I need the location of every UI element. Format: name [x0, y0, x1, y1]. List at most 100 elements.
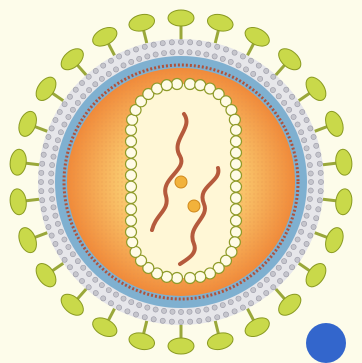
lipid-head-inner — [137, 303, 142, 308]
lipid-head-inner — [204, 52, 209, 57]
lipid-head-outer — [169, 319, 174, 324]
capsid-bead — [126, 181, 137, 192]
lipid-head-outer — [133, 312, 138, 317]
lipid-head-inner — [137, 56, 142, 61]
lipid-head-outer — [317, 161, 322, 166]
glycoprotein-head — [206, 330, 235, 352]
lipid-head-inner — [295, 237, 300, 242]
lipid-head-inner — [58, 229, 63, 234]
lipid-head-outer — [316, 207, 321, 212]
capsid-bead — [185, 273, 196, 284]
lipid-head-inner — [302, 221, 307, 226]
lipid-head-outer — [151, 317, 156, 322]
capsid-bead — [126, 170, 137, 181]
glycoprotein-head — [168, 10, 194, 26]
lipid-head-inner — [291, 114, 296, 119]
glycoprotein-head — [168, 338, 194, 354]
lipid-head-outer — [289, 94, 294, 99]
glycoprotein-head — [206, 12, 235, 34]
lipid-head-outer — [67, 265, 72, 270]
lipid-head-inner — [299, 130, 304, 135]
lipid-head-inner — [129, 59, 134, 64]
glycoprotein-head — [322, 225, 346, 255]
lipid-head-inner — [251, 71, 256, 76]
lipid-head-outer — [108, 301, 113, 306]
lipid-head-outer — [317, 198, 322, 203]
lipid-head-inner — [58, 130, 63, 135]
lipid-head-outer — [308, 233, 313, 238]
lipid-head-inner — [75, 100, 80, 105]
lipid-head-inner — [113, 292, 118, 297]
lipid-head-outer — [41, 152, 46, 157]
lipid-head-outer — [314, 143, 319, 148]
lipid-head-inner — [53, 213, 58, 218]
glycoprotein-head — [302, 260, 330, 290]
lipid-head-inner — [55, 138, 60, 143]
lipid-head-outer — [142, 315, 147, 320]
lipid-head-inner — [50, 196, 55, 201]
lipid-head-outer — [40, 198, 45, 203]
lipid-head-inner — [264, 82, 269, 87]
lipid-head-inner — [243, 292, 248, 297]
lipid-head-inner — [81, 94, 86, 99]
lipid-head-inner — [93, 277, 98, 282]
lipid-head-inner — [304, 213, 309, 218]
capsid-bead — [229, 114, 240, 125]
lipid-head-inner — [62, 122, 67, 127]
lipid-head-outer — [53, 241, 58, 246]
lipid-head-inner — [62, 237, 67, 242]
lipid-head-outer — [248, 301, 253, 306]
lipid-head-outer — [57, 249, 62, 254]
lipid-head-inner — [307, 162, 312, 167]
capsid-bead — [126, 193, 137, 204]
capsid-bead — [231, 147, 242, 158]
capsid-bead — [126, 147, 137, 158]
lipid-head-outer — [93, 68, 98, 73]
lipid-head-outer — [57, 109, 62, 114]
lipid-head-inner — [306, 205, 311, 210]
capsid-bead — [195, 271, 206, 282]
lipid-head-outer — [308, 126, 313, 131]
lipid-head-inner — [291, 244, 296, 249]
glycoprotein-head — [242, 314, 272, 340]
lipid-head-inner — [228, 59, 233, 64]
lipid-head-outer — [142, 44, 147, 49]
lipid-head-outer — [304, 241, 309, 246]
lipid-head-inner — [276, 265, 281, 270]
lipid-head-inner — [170, 50, 175, 55]
lipid-head-inner — [299, 229, 304, 234]
lipid-head-inner — [49, 188, 54, 193]
lipid-head-outer — [206, 42, 211, 47]
glycoprotein-head — [9, 188, 28, 216]
capsid-bead — [231, 181, 242, 192]
lipid-head-outer — [86, 285, 91, 290]
lipid-head-inner — [99, 76, 104, 81]
lipid-head-outer — [311, 224, 316, 229]
lipid-head-outer — [133, 47, 138, 52]
lipid-head-inner — [236, 63, 241, 68]
glycoprotein-head — [32, 260, 60, 290]
glycoprotein-head — [9, 148, 28, 176]
lipid-head-outer — [271, 74, 276, 79]
lipid-head-outer — [314, 216, 319, 221]
capsid-bead — [127, 237, 138, 248]
lipid-head-inner — [161, 308, 166, 313]
capsid-bead — [231, 227, 242, 238]
lipid-head-inner — [161, 51, 166, 56]
corner-blue-button[interactable] — [306, 323, 346, 363]
lipid-head-outer — [256, 63, 261, 68]
lipid-head-outer — [101, 63, 106, 68]
lipid-head-outer — [79, 80, 84, 85]
lipid-head-outer — [93, 290, 98, 295]
lipid-head-inner — [270, 87, 275, 92]
capsid-bead — [231, 204, 242, 215]
lipid-head-inner — [295, 122, 300, 127]
lipid-head-inner — [282, 100, 287, 105]
lipid-head-outer — [240, 305, 245, 310]
lipid-head-inner — [195, 308, 200, 313]
lipid-head-outer — [73, 87, 78, 92]
lipid-head-outer — [248, 58, 253, 63]
lipid-head-inner — [106, 71, 111, 76]
lipid-head-outer — [108, 58, 113, 63]
